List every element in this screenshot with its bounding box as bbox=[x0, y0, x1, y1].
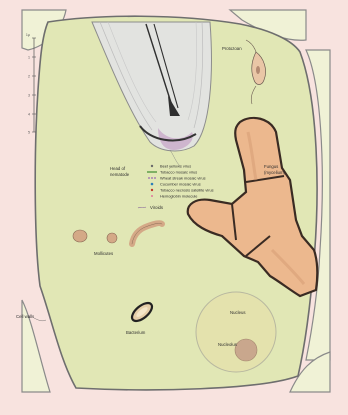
label-head-of-nematode-line2: nematode bbox=[110, 172, 130, 177]
legend-label: Tobacco necrosis satellite virus bbox=[160, 188, 214, 193]
label-viroids: Viroids bbox=[150, 205, 163, 210]
label-head-of-nematode-line1: Head of bbox=[110, 166, 126, 171]
ruler-tick-1: 1 bbox=[28, 56, 30, 60]
legend-symbol-dot bbox=[151, 189, 153, 191]
nucleolus bbox=[235, 339, 257, 361]
label-nucleolus: Nucleolus bbox=[218, 342, 237, 347]
ruler-unit: 1μ bbox=[26, 33, 30, 37]
ruler-tick-5: 5 bbox=[28, 131, 30, 135]
legend-label: Beet yellows virus bbox=[160, 164, 191, 169]
legend-item-tobacco-necrosis-satellite-virus: Tobacco necrosis satellite virus bbox=[151, 188, 214, 193]
label-mollicutes: Mollicutes bbox=[94, 251, 113, 256]
legend-label: Wheat streak mosaic virus bbox=[160, 176, 206, 181]
legend-label: Hemoglobin molecule bbox=[160, 194, 197, 199]
label-fungus-line2: (mycelium) bbox=[264, 170, 286, 175]
label-protozoan: Protozoan bbox=[222, 46, 242, 51]
legend-symbol-dot bbox=[151, 183, 154, 186]
label-fungus-line1: Fungus bbox=[264, 164, 278, 169]
legend-label: Cucumber mosaic virus bbox=[160, 182, 201, 187]
ruler-tick-4: 4 bbox=[28, 113, 30, 117]
nucleus bbox=[196, 292, 276, 372]
label-cell-walls: Cell walls bbox=[16, 314, 34, 319]
legend-symbol-dot bbox=[151, 195, 153, 197]
legend-label: Tobacco mosaic virus bbox=[160, 170, 197, 175]
legend-symbol-dot bbox=[151, 165, 153, 167]
ruler-tick-3: 3 bbox=[28, 94, 30, 98]
label-bacterium: Bacterium bbox=[126, 330, 146, 335]
label-nucleus: Nucleus bbox=[230, 310, 246, 315]
ruler-tick-2: 2 bbox=[28, 75, 30, 79]
